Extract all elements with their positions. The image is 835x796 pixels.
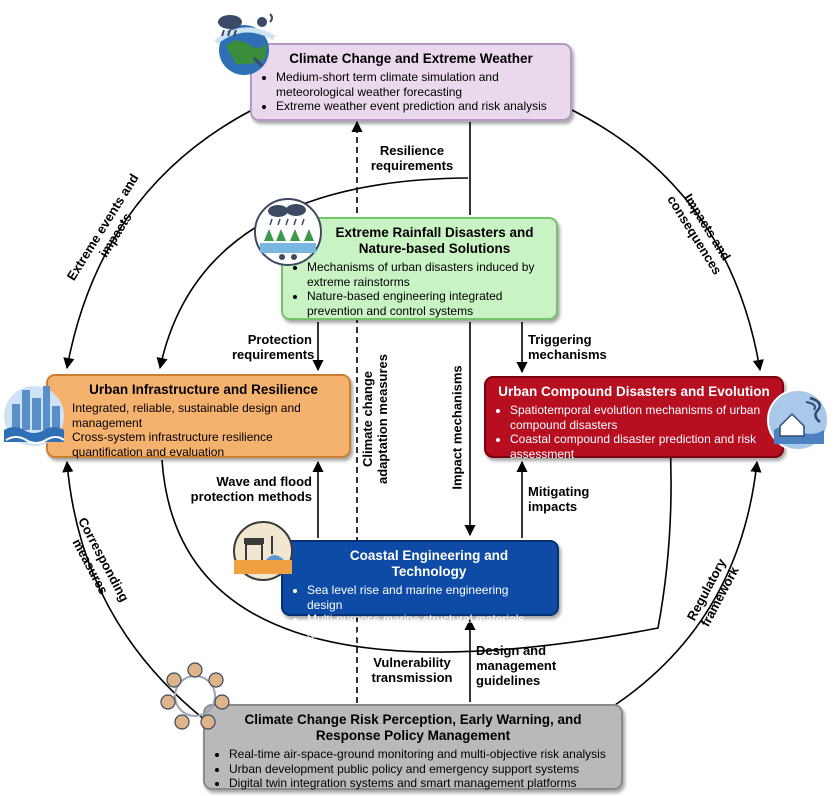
box-title: Extreme Rainfall Disasters and Nature-ba…: [335, 225, 534, 256]
label-impact-mechanisms: Impact mechanisms: [449, 365, 465, 490]
list-item: Cross-system infrastructure resilience q…: [72, 430, 339, 459]
people-network-icon: [160, 662, 230, 730]
list-item: Real-time air-space-ground monitoring an…: [229, 747, 611, 762]
box-title: Coastal Engineering and Technology: [349, 548, 509, 579]
list-item: Multi-purpose marine structural material…: [307, 612, 547, 641]
list-item: Mechanisms of urban disasters induced by…: [307, 260, 546, 289]
list-item: Extreme weather event prediction and ris…: [276, 99, 560, 114]
list-item: Medium-short term climate simulation and…: [276, 70, 560, 99]
urban-compound-disasters-box: Urban Compound Disasters and Evolution S…: [484, 376, 784, 461]
box-title: Urban Compound Disasters and Evolution: [498, 384, 770, 399]
label-resilience-requirements: Resilience requirements: [370, 143, 454, 173]
arrow-climate-to-urban: [63, 109, 253, 370]
city-water-icon: [4, 386, 65, 446]
label-vulnerability-transmission: Vulnerability transmission: [371, 655, 453, 685]
list-item: Spatiotemporal evolution mechanisms of u…: [510, 403, 772, 432]
label-mitigating-impacts: Mitigating impacts: [528, 484, 590, 514]
arrow-vulnerability: [161, 379, 672, 653]
list-item: Urban development public policy and emer…: [229, 762, 611, 777]
label-climate-adaptation: Climate change adaptation measures: [360, 353, 390, 485]
arrow-climate-to-compound: [571, 109, 764, 372]
label-protection-requirements: Protection requirements: [232, 332, 315, 362]
urban-infrastructure-box: Urban Infrastructure and Resilience Inte…: [46, 374, 351, 459]
arrow-risk-to-compound: [614, 460, 762, 706]
risk-perception-box: Climate Change Risk Perception, Early Wa…: [203, 704, 623, 790]
climate-change-box: Climate Change and Extreme Weather Mediu…: [250, 43, 572, 121]
list-item: Sea level rise and marine engineering de…: [307, 583, 547, 612]
label-triggering-mechanisms: Triggering mechanisms: [528, 332, 607, 362]
coastal-engineering-box: Coastal Engineering and Technology Sea l…: [281, 540, 559, 641]
storm-house-icon: [767, 389, 829, 451]
box-title: Urban Infrastructure and Resilience: [89, 382, 318, 397]
list-item: Coastal compound disaster prediction and…: [510, 432, 772, 461]
box-title: Climate Change Risk Perception, Early Wa…: [244, 712, 582, 743]
offshore-platform-icon: [233, 521, 293, 581]
box-title: Climate Change and Extreme Weather: [289, 51, 533, 66]
label-design-guidelines: Design and management guidelines: [476, 643, 557, 688]
extreme-rainfall-box: Extreme Rainfall Disasters and Nature-ba…: [281, 217, 558, 320]
weather-globe-icon: [214, 13, 276, 75]
list-item: Digital twin integration systems and sma…: [229, 776, 611, 791]
label-wave-flood: Wave and flood protection methods: [190, 474, 312, 504]
rain-forest-icon: [254, 198, 322, 266]
list-item: Integrated, reliable, sustainable design…: [72, 401, 339, 430]
list-item: Nature-based engineering integrated prev…: [307, 289, 546, 318]
